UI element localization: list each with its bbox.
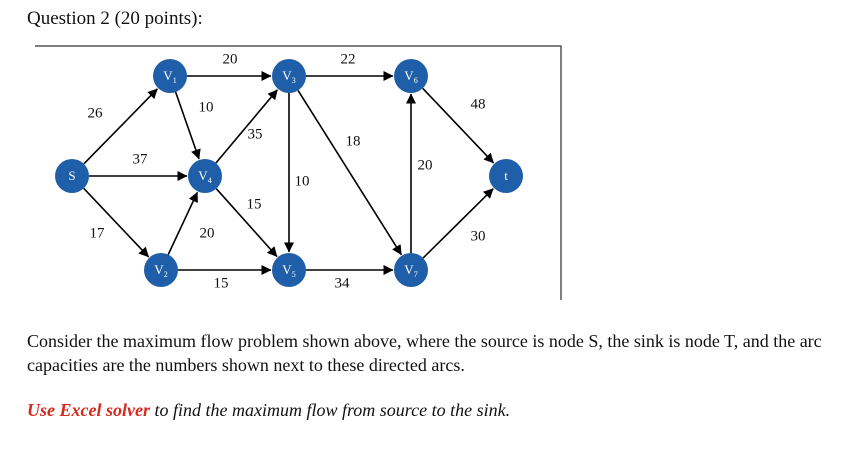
edge-v1-v4 [174,91,201,160]
node-v2: V2 [144,253,178,287]
node-subscript: 6 [414,76,418,85]
capacity-label-v1-v3: 20 [223,51,238,67]
edge-s-v1 [83,88,158,165]
node-circle [272,59,306,93]
node-v5: V5 [272,253,306,287]
node-circle [188,159,222,193]
node-v7: V7 [394,253,428,287]
node-subscript: 1 [173,76,177,85]
capacity-label-v7-t: 30 [471,228,486,244]
node-circle [153,59,187,93]
capacity-label-v5-v7: 34 [335,275,351,291]
node-v4: V4 [188,159,222,193]
edge-v4-v5 [215,188,278,258]
edges-layer [83,71,495,275]
capacity-label-v3-v6: 22 [341,51,356,67]
node-s: S [55,159,89,193]
node-circle [144,253,178,287]
node-circle [394,253,428,287]
node-t: t [489,159,523,193]
node-subscript: 2 [164,270,168,279]
edge-v6-t [422,87,495,164]
edge-v3-v7 [297,89,403,256]
node-circle [394,59,428,93]
capacity-label-v4-v3: 35 [248,126,263,142]
question-title: Question 2 (20 points): [27,8,203,29]
capacity-label-v2-v4: 20 [200,225,215,241]
node-label: S [68,168,75,183]
capacity-label-s-v1: 26 [88,105,104,121]
node-v6: V6 [394,59,428,93]
capacity-label-s-v2: 17 [90,225,106,241]
node-v3: V3 [272,59,306,93]
problem-instruction: Use Excel solver to find the maximum flo… [27,398,510,422]
diagram-frame [35,45,562,300]
capacity-label-v1-v4: 10 [199,99,214,115]
edge-v4-v3 [215,89,279,164]
capacity-label-v4-v5: 15 [247,196,262,212]
capacity-label-v7-v6: 20 [418,157,433,173]
edge-s-v2 [83,187,150,258]
edge-v2-v4 [167,191,199,255]
node-subscript: 7 [414,270,418,279]
node-circle [489,159,523,193]
node-v1: V1 [153,59,187,93]
capacity-label-s-v4: 37 [133,151,149,167]
node-label: t [504,168,508,183]
node-circle [55,159,89,193]
instruction-highlight: Use Excel solver [27,400,150,420]
capacity-label-v6-t: 48 [471,96,486,112]
edge-v7-t [422,188,494,259]
node-circle [272,253,306,287]
instruction-text: to find the maximum flow from source to … [149,400,511,420]
node-subscript: 5 [292,270,296,279]
node-subscript: 4 [208,176,212,185]
node-subscript: 3 [292,76,296,85]
problem-description: Consider the maximum flow problem shown … [27,331,822,375]
capacity-label-v2-v5: 15 [214,275,229,291]
capacity-label-v3-v5: 10 [295,173,310,189]
capacity-label-v3-v7: 18 [346,133,361,149]
